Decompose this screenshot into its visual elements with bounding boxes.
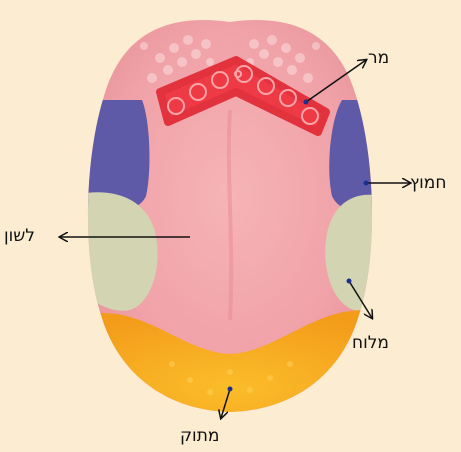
label-salty: מלוח xyxy=(352,335,389,352)
bitter-arrow-dot xyxy=(304,100,309,105)
label-bitter: מר xyxy=(368,50,389,67)
sour-region-right xyxy=(329,100,380,214)
sweet-arrow-dot xyxy=(228,387,233,392)
midline-groove xyxy=(229,110,231,320)
salty-arrow-dot xyxy=(347,279,352,284)
label-sweet: מתוק xyxy=(180,428,219,445)
label-sour: חמוץ xyxy=(410,175,446,192)
sour-arrow-dot xyxy=(364,181,369,186)
label-tongue: לשון xyxy=(4,228,35,245)
